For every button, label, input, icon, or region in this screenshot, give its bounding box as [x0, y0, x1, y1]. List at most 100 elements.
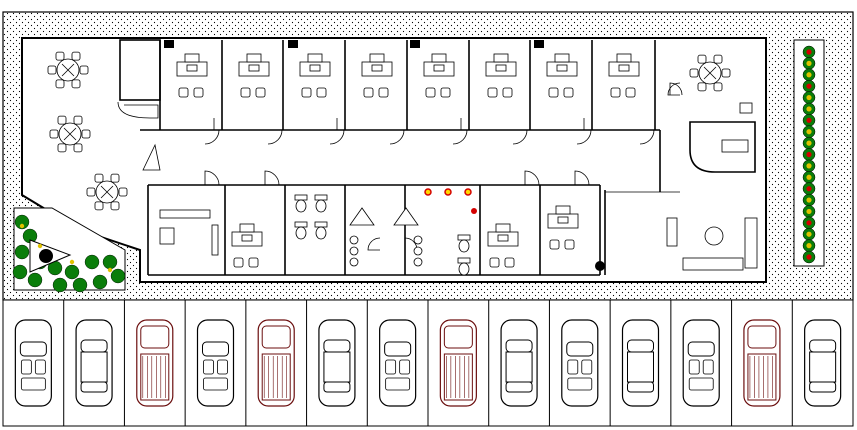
- chair: [79, 65, 89, 75]
- cab: [261, 325, 291, 349]
- building-footprint: [21, 37, 767, 283]
- chair: [713, 82, 723, 92]
- rear-seat: [567, 377, 593, 391]
- car-icon: [75, 319, 113, 407]
- light-fixture: [424, 188, 432, 196]
- rear-window: [505, 381, 533, 393]
- door-swing-icon: [264, 170, 280, 186]
- flower-icon: [802, 102, 816, 116]
- car-icon: [196, 319, 235, 407]
- car-body: [804, 319, 842, 407]
- door-swing-icon: [574, 170, 590, 186]
- car-body: [621, 319, 660, 407]
- shrub-icon: [102, 254, 118, 270]
- shrub-icon: [84, 254, 100, 270]
- pickup-truck-icon: [136, 319, 174, 407]
- office-desk-icon: [423, 53, 455, 98]
- garden-shrubs: [12, 214, 126, 293]
- shrub-icon: [52, 277, 68, 293]
- door-swing-icon: [576, 129, 592, 145]
- toilet-icon: [314, 221, 328, 240]
- office-desk-icon: [485, 53, 517, 98]
- visitor-chair: [563, 87, 574, 98]
- light-fixture: [471, 208, 477, 214]
- office-desk-icon: [487, 223, 519, 268]
- truck-bed: [261, 353, 291, 401]
- door-swing-icon: [329, 129, 345, 145]
- shrub-icon: [14, 214, 30, 230]
- seat: [217, 359, 228, 375]
- visitor-chair: [502, 87, 513, 98]
- canopy: [393, 207, 419, 226]
- sofa-icon: [744, 217, 758, 269]
- visitor-chair: [425, 87, 436, 98]
- monitor: [309, 64, 321, 72]
- office-chair-icon: [431, 53, 447, 63]
- car-body: [379, 319, 417, 407]
- potted-plant-icon: [288, 40, 298, 48]
- visitor-chair: [548, 87, 559, 98]
- sink-icon: [413, 235, 423, 245]
- furniture: [47, 40, 758, 276]
- sofa-icon: [159, 209, 211, 219]
- flower-icon: [802, 68, 816, 82]
- visitor-chair: [549, 239, 560, 250]
- seat: [399, 359, 411, 375]
- door-swing-icon: [204, 170, 220, 186]
- visitor-chair: [564, 239, 575, 250]
- chair: [57, 115, 67, 125]
- shrub-icon: [72, 277, 88, 293]
- armchair: [666, 217, 678, 247]
- car-body: [196, 319, 235, 407]
- car-body: [318, 319, 356, 407]
- flower-icon: [107, 267, 113, 273]
- car-icon: [318, 319, 356, 407]
- car-icon: [561, 319, 599, 407]
- flower-icon: [802, 182, 816, 195]
- rear-seat: [20, 377, 46, 391]
- chair: [713, 54, 723, 64]
- office-desk-icon: [238, 53, 270, 98]
- chair: [49, 129, 59, 139]
- office-chair-icon: [239, 223, 255, 233]
- seat: [385, 359, 397, 375]
- door-swing-icon: [669, 82, 683, 96]
- flower-icon: [802, 79, 816, 93]
- interior-walls: [117, 39, 756, 276]
- coffee-table: [704, 226, 724, 246]
- flower-icon: [802, 250, 816, 264]
- visitor-chair: [301, 87, 312, 98]
- chair: [55, 51, 65, 61]
- door-swing-icon: [389, 129, 405, 145]
- potted-plant-icon: [164, 40, 174, 48]
- light-fixture: [444, 188, 452, 196]
- door-swing-icon: [367, 237, 381, 251]
- office-chair-icon: [616, 53, 632, 63]
- rear-seat: [385, 377, 411, 391]
- chair: [57, 143, 67, 153]
- office-chair-icon: [184, 53, 200, 63]
- visitor-chair: [316, 87, 327, 98]
- light-fixture: [464, 188, 472, 196]
- car-body: [500, 319, 538, 407]
- visitor-chair: [240, 87, 251, 98]
- shrub-icon: [92, 274, 108, 290]
- entrance-canopy: [142, 143, 161, 171]
- rear-window: [627, 381, 654, 393]
- flower-icon: [802, 148, 816, 161]
- rear-window: [80, 381, 108, 393]
- chair: [110, 173, 120, 183]
- flower-icon: [802, 136, 816, 150]
- toilet-icon: [294, 194, 308, 213]
- flower-icon: [37, 243, 43, 249]
- pickup-truck-icon: [257, 319, 295, 407]
- office-chair-icon: [554, 53, 570, 63]
- seat: [702, 359, 714, 375]
- flower-icon: [802, 239, 816, 252]
- toilet-icon: [457, 234, 471, 253]
- chair: [47, 65, 57, 75]
- potted-plant-icon: [534, 40, 544, 48]
- flower-icon: [802, 227, 816, 241]
- rear-seat: [688, 377, 714, 391]
